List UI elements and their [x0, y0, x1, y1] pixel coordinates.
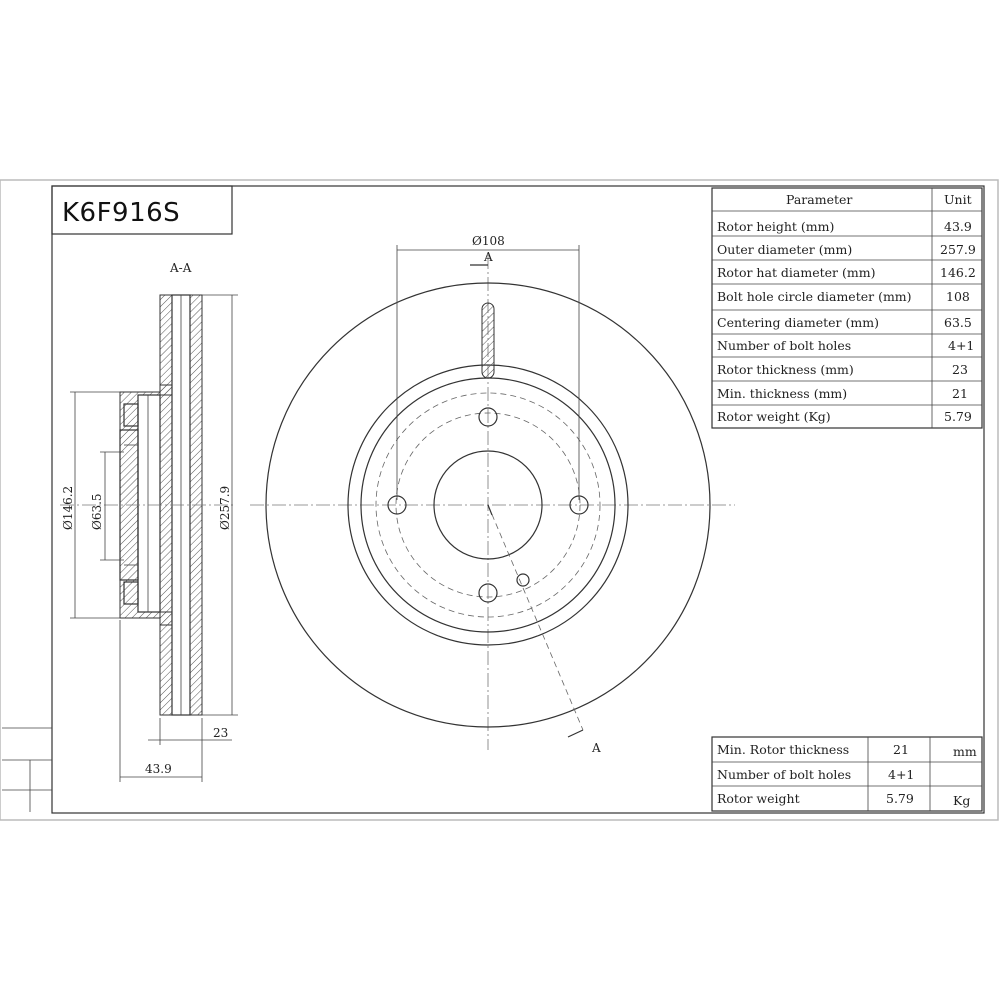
summary-table: Min. Rotor thickness 21 mm Number of bol…	[711, 736, 983, 812]
section-label: A-A	[169, 261, 192, 275]
dim-thickness: 23	[213, 726, 228, 740]
section-marker-bottom: A	[591, 741, 601, 755]
section-view: A-A Ø146.2 Ø63.5 Ø257.9	[60, 261, 238, 782]
dim-outer-diameter: Ø257.9	[218, 486, 232, 530]
row-value: 63.5	[944, 315, 972, 330]
row-value: 108	[946, 289, 970, 304]
bolt-hole-bottom	[478, 583, 498, 603]
table-header-parameter: Parameter	[786, 192, 852, 207]
parameter-table: Parameter Unit Rotor height (mm) 43.9 Ou…	[711, 187, 983, 429]
row-label: Outer diameter (mm)	[717, 242, 852, 257]
summary-label: Number of bolt holes	[717, 767, 851, 782]
summary-value: 21	[893, 742, 909, 757]
bolt-hole-top	[478, 407, 498, 427]
revision-strip	[2, 727, 52, 812]
dim-hat-diameter: Ø146.2	[61, 486, 75, 530]
summary-value: 4+1	[888, 767, 914, 782]
section-marker-top: A	[483, 250, 493, 264]
row-value: 4+1	[948, 338, 974, 353]
row-value: 146.2	[940, 265, 976, 280]
row-value: 5.79	[944, 409, 972, 424]
row-label: Centering diameter (mm)	[717, 315, 879, 330]
summary-label: Rotor weight	[717, 791, 800, 806]
row-label: Bolt hole circle diameter (mm)	[717, 289, 912, 304]
rotor-outer-edge	[265, 282, 711, 728]
row-label: Rotor hat diameter (mm)	[717, 265, 875, 280]
drawing-frame	[0, 179, 999, 821]
row-value: 23	[952, 362, 968, 377]
bolt-circle	[395, 412, 581, 598]
summary-value: 5.79	[886, 791, 914, 806]
row-value: 21	[952, 386, 968, 401]
title-box: K6F916S	[51, 185, 233, 235]
front-view: A A Ø108	[250, 234, 735, 755]
center-bore	[433, 450, 543, 560]
row-label: Rotor weight (Kg)	[717, 409, 831, 424]
row-label: Min. thickness (mm)	[717, 386, 847, 401]
row-value: 257.9	[940, 242, 976, 257]
dim-height: 43.9	[145, 762, 172, 776]
summary-label: Min. Rotor thickness	[717, 742, 849, 757]
row-label: Number of bolt holes	[717, 338, 851, 353]
locating-hole	[516, 573, 530, 587]
drawing-border	[51, 185, 985, 814]
table-header-unit: Unit	[944, 192, 972, 207]
row-label: Rotor thickness (mm)	[717, 362, 854, 377]
row-value: 43.9	[944, 219, 972, 234]
part-number-title: K6F916S	[62, 198, 180, 228]
row-label: Rotor height (mm)	[717, 219, 834, 234]
dim-center-bore: Ø63.5	[90, 493, 104, 530]
summary-unit: mm	[953, 744, 977, 759]
summary-unit: Kg	[953, 793, 970, 808]
dim-bolt-circle: Ø108	[472, 234, 505, 248]
section-slot	[481, 302, 495, 379]
